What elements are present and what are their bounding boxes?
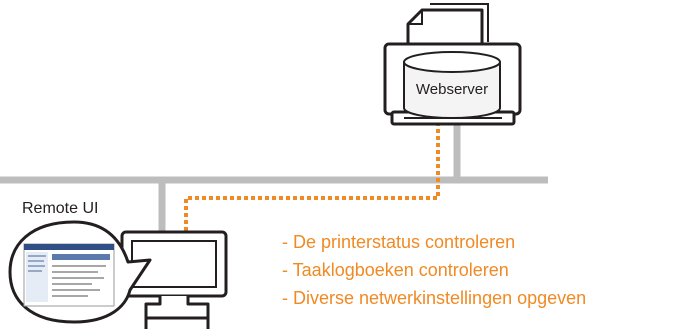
computer-monitor-icon [120,230,228,329]
remote-ui-screenshot-thumbnail [23,243,115,307]
remote-ui-preview-bubble [8,220,152,324]
feature-item: - Diverse netwerkinstellingen opgeven [282,288,586,308]
client-label: Remote UI [22,200,98,217]
remote-connection-path [184,122,440,238]
feature-item: - De printerstatus controleren [282,232,515,252]
server-label: Webserver [416,81,488,98]
feature-item: - Taaklogboeken controleren [282,260,509,280]
database-icon [403,51,501,119]
